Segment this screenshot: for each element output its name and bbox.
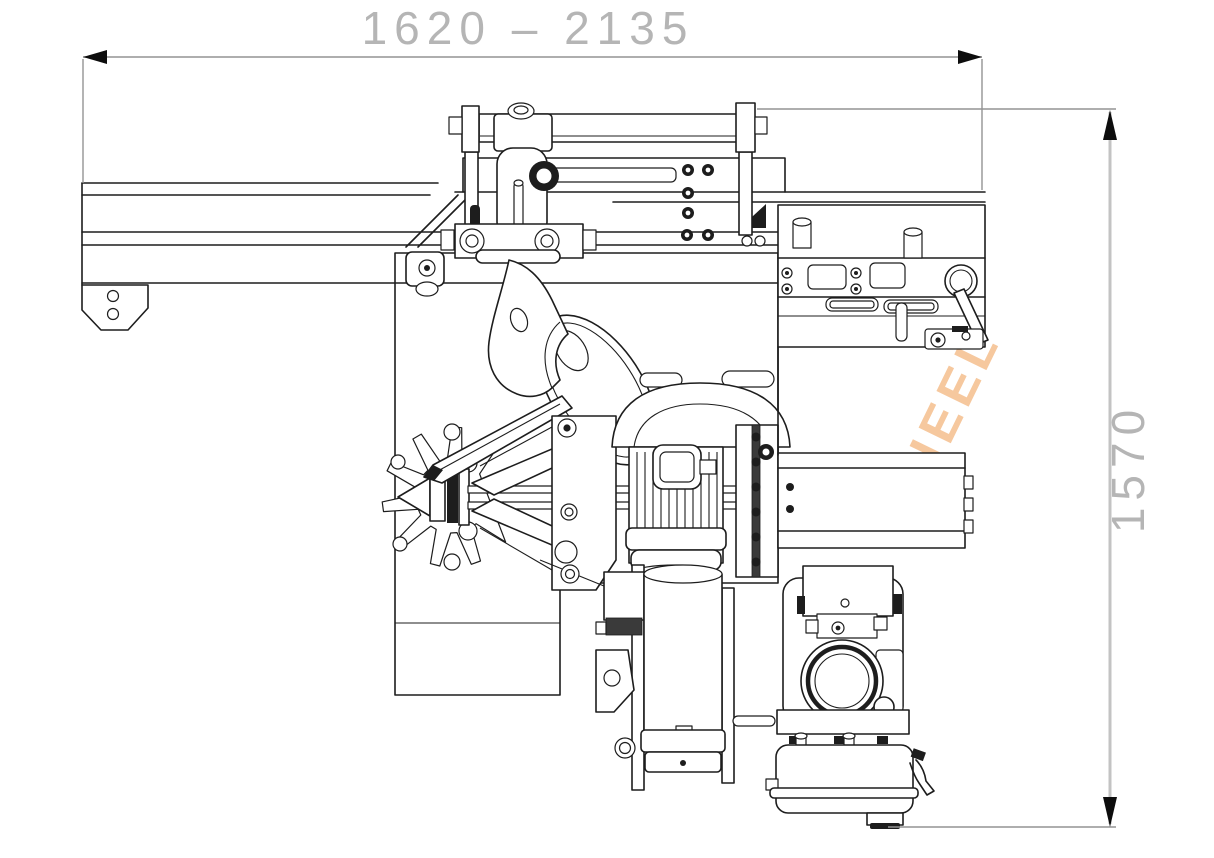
- ring-housing-assembly: [776, 565, 910, 744]
- base-box: [765, 732, 935, 829]
- drive-motor: [625, 444, 727, 580]
- control-tray: [777, 204, 986, 456]
- mount-demount-head: [440, 147, 597, 264]
- cylinder-mount-plate: [735, 424, 779, 578]
- bolt-cluster: [681, 164, 714, 241]
- head-support-plate: [539, 415, 617, 591]
- dimension-vertical-label: 1570: [1102, 403, 1154, 533]
- bottom-lever: [909, 748, 935, 796]
- support-column: [595, 564, 776, 791]
- dimension-horizontal: 1620 – 2135: [82, 2, 983, 190]
- rail-mounting-foot: [81, 284, 149, 331]
- slide-rail-beam: [81, 182, 779, 286]
- duck-head-tool: [487, 259, 569, 398]
- locking-lever: [924, 264, 989, 350]
- dimension-vertical: 1570: [757, 108, 1154, 828]
- mounting-bar: [423, 395, 573, 484]
- horizontal-tool-arm: [448, 102, 768, 236]
- dimension-horizontal-label: 1620 – 2135: [362, 2, 695, 54]
- horizontal-cylinder: [777, 452, 974, 549]
